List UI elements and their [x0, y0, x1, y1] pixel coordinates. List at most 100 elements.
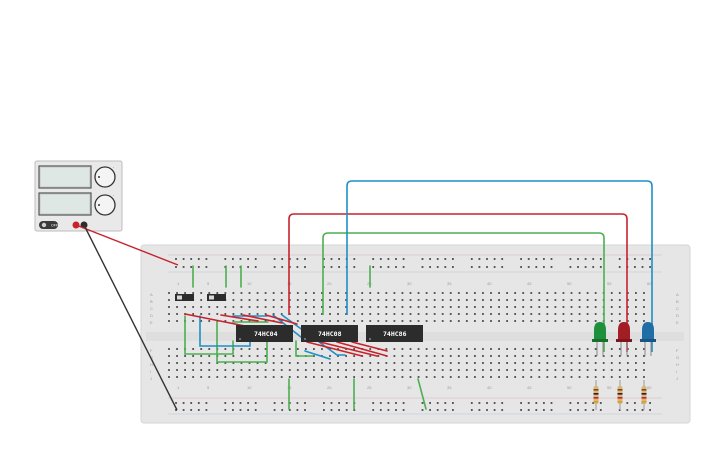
breadboard-hole[interactable] [304, 258, 306, 260]
breadboard-hole[interactable] [402, 266, 405, 268]
breadboard-hole[interactable] [361, 376, 364, 378]
breadboard-hole[interactable] [353, 299, 356, 301]
breadboard-hole[interactable] [482, 299, 484, 301]
breadboard-hole[interactable] [329, 292, 331, 294]
breadboard-hole[interactable] [570, 348, 573, 350]
breadboard-hole[interactable] [490, 376, 492, 378]
breadboard-hole[interactable] [208, 306, 211, 308]
breadboard-hole[interactable] [272, 306, 275, 308]
breadboard-hole[interactable] [465, 313, 468, 315]
breadboard-hole[interactable] [436, 402, 439, 404]
breadboard-hole[interactable] [264, 362, 267, 364]
breadboard-hole[interactable] [232, 313, 235, 315]
breadboard-hole[interactable] [395, 266, 397, 268]
breadboard-hole[interactable] [562, 369, 565, 371]
breadboard-hole[interactable] [452, 402, 454, 404]
breadboard-hole[interactable] [304, 362, 307, 364]
breadboard-hole[interactable] [409, 320, 412, 322]
breadboard-hole[interactable] [535, 402, 538, 404]
breadboard-hole[interactable] [361, 362, 364, 364]
breadboard-hole[interactable] [192, 355, 195, 357]
breadboard-hole[interactable] [474, 369, 476, 371]
breadboard-hole[interactable] [232, 402, 234, 404]
breadboard-hole[interactable] [337, 362, 339, 364]
breadboard-hole[interactable] [506, 355, 508, 357]
breadboard-hole[interactable] [393, 355, 396, 357]
breadboard-hole[interactable] [197, 409, 200, 411]
breadboard-hole[interactable] [192, 369, 195, 371]
breadboard-hole[interactable] [409, 313, 412, 315]
breadboard-hole[interactable] [192, 348, 195, 350]
breadboard-hole[interactable] [610, 355, 613, 357]
breadboard-hole[interactable] [626, 355, 629, 357]
breadboard-hole[interactable] [168, 320, 170, 322]
breadboard-hole[interactable] [635, 292, 637, 294]
breadboard-hole[interactable] [501, 409, 504, 411]
breadboard-hole[interactable] [330, 409, 333, 411]
breadboard-hole[interactable] [562, 306, 565, 308]
breadboard-hole[interactable] [457, 362, 460, 364]
knob-icon[interactable] [94, 166, 116, 188]
breadboard-hole[interactable] [530, 320, 533, 322]
breadboard-hole[interactable] [433, 313, 436, 315]
breadboard-hole[interactable] [527, 402, 530, 404]
breadboard-hole[interactable] [280, 306, 283, 308]
breadboard-hole[interactable] [264, 299, 267, 301]
breadboard-hole[interactable] [232, 355, 235, 357]
breadboard-hole[interactable] [240, 355, 243, 357]
breadboard-hole[interactable] [240, 306, 243, 308]
breadboard-hole[interactable] [535, 258, 538, 260]
breadboard-hole[interactable] [369, 376, 372, 378]
breadboard-hole[interactable] [457, 355, 460, 357]
breadboard-hole[interactable] [190, 266, 193, 268]
breadboard-hole[interactable] [409, 306, 412, 308]
breadboard-hole[interactable] [208, 320, 211, 322]
breadboard-hole[interactable] [369, 313, 372, 315]
breadboard-hole[interactable] [337, 320, 339, 322]
breadboard-hole[interactable] [313, 355, 315, 357]
breadboard-hole[interactable] [506, 369, 508, 371]
breadboard-hole[interactable] [514, 299, 517, 301]
breadboard-hole[interactable] [538, 362, 541, 364]
breadboard-hole[interactable] [280, 313, 283, 315]
breadboard-hole[interactable] [184, 306, 186, 308]
breadboard-hole[interactable] [635, 306, 637, 308]
breadboard-hole[interactable] [273, 402, 276, 404]
breadboard-hole[interactable] [649, 266, 651, 268]
breadboard-hole[interactable] [313, 362, 315, 364]
breadboard-hole[interactable] [385, 320, 388, 322]
breadboard-hole[interactable] [546, 299, 549, 301]
breadboard-hole[interactable] [436, 266, 439, 268]
wire-output-blue[interactable] [346, 180, 653, 352]
breadboard-hole[interactable] [569, 266, 572, 268]
breadboard-hole[interactable] [273, 258, 276, 260]
breadboard-hole[interactable] [444, 266, 447, 268]
breadboard-hole[interactable] [313, 313, 315, 315]
breadboard-hole[interactable] [626, 409, 629, 411]
breadboard-hole[interactable] [208, 313, 211, 315]
breadboard-hole[interactable] [313, 348, 315, 350]
breadboard-hole[interactable] [168, 362, 170, 364]
breadboard-hole[interactable] [247, 402, 249, 404]
breadboard-hole[interactable] [190, 258, 193, 260]
breadboard-hole[interactable] [425, 306, 428, 308]
breadboard-hole[interactable] [546, 320, 549, 322]
breadboard-hole[interactable] [337, 306, 339, 308]
breadboard-hole[interactable] [634, 402, 636, 404]
breadboard-hole[interactable] [288, 409, 291, 411]
breadboard-hole[interactable] [550, 258, 553, 260]
knob-icon[interactable] [94, 194, 116, 216]
breadboard-hole[interactable] [538, 306, 541, 308]
breadboard-hole[interactable] [377, 362, 380, 364]
breadboard-hole[interactable] [592, 258, 595, 260]
breadboard-hole[interactable] [578, 320, 581, 322]
breadboard-hole[interactable] [449, 320, 452, 322]
breadboard-hole[interactable] [643, 306, 645, 308]
breadboard-hole[interactable] [264, 320, 267, 322]
breadboard-hole[interactable] [273, 409, 276, 411]
breadboard-hole[interactable] [530, 376, 533, 378]
breadboard-hole[interactable] [635, 348, 637, 350]
breadboard-hole[interactable] [232, 266, 234, 268]
breadboard-hole[interactable] [247, 266, 249, 268]
breadboard-hole[interactable] [634, 258, 636, 260]
